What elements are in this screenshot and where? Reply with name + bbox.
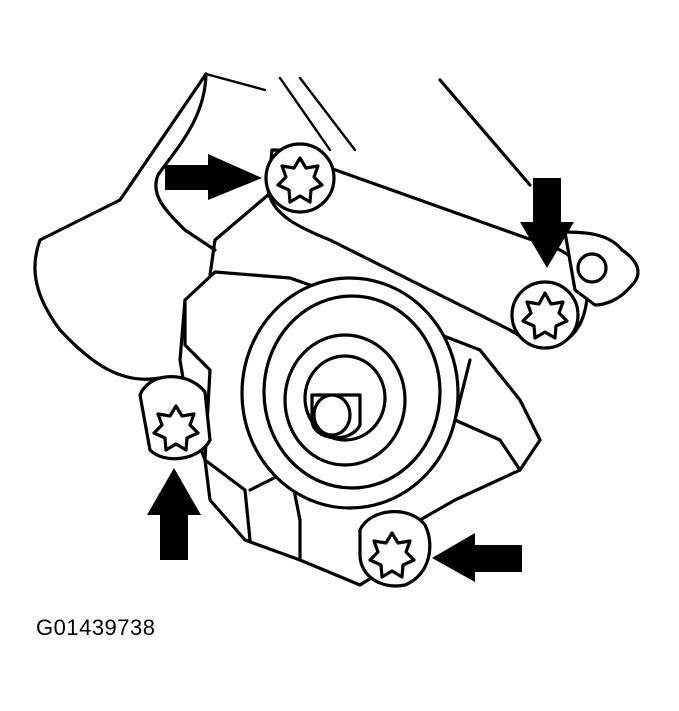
housing-top-edge xyxy=(204,72,267,92)
arrow-up-icon xyxy=(147,468,201,560)
pulley-rim xyxy=(262,294,442,490)
bracket-lower-edge xyxy=(208,193,270,277)
shaft-end xyxy=(312,393,352,437)
housing-line-b xyxy=(298,76,357,152)
body-lower-step xyxy=(203,458,252,542)
bolt-lower-right xyxy=(358,510,432,588)
arrow-right-icon xyxy=(165,154,262,200)
bolt-right xyxy=(510,280,580,350)
pulley-inner-ring xyxy=(283,333,407,467)
body-lower-step-2 xyxy=(248,468,302,562)
arrow-left-icon xyxy=(432,533,522,582)
body-right-step xyxy=(453,418,522,472)
housing-line-c xyxy=(438,78,532,187)
bracket-tab-hole xyxy=(576,252,608,284)
bolt-left xyxy=(138,375,212,461)
arrow-down-icon xyxy=(520,178,574,268)
torx-head-icon xyxy=(276,156,324,204)
figure-id-label: G01439738 xyxy=(36,615,156,640)
bolt-upper-left xyxy=(264,142,336,214)
housing-outline xyxy=(33,72,208,381)
pulley-outer-ring xyxy=(240,276,460,510)
torx-head-icon xyxy=(521,291,569,340)
pulley-hub xyxy=(303,354,387,442)
housing-inner-curve xyxy=(154,72,217,252)
torx-head-icon xyxy=(368,531,416,579)
bracket-tab-right xyxy=(563,230,640,307)
torx-head-icon xyxy=(152,404,200,452)
housing-line-a xyxy=(278,76,332,152)
